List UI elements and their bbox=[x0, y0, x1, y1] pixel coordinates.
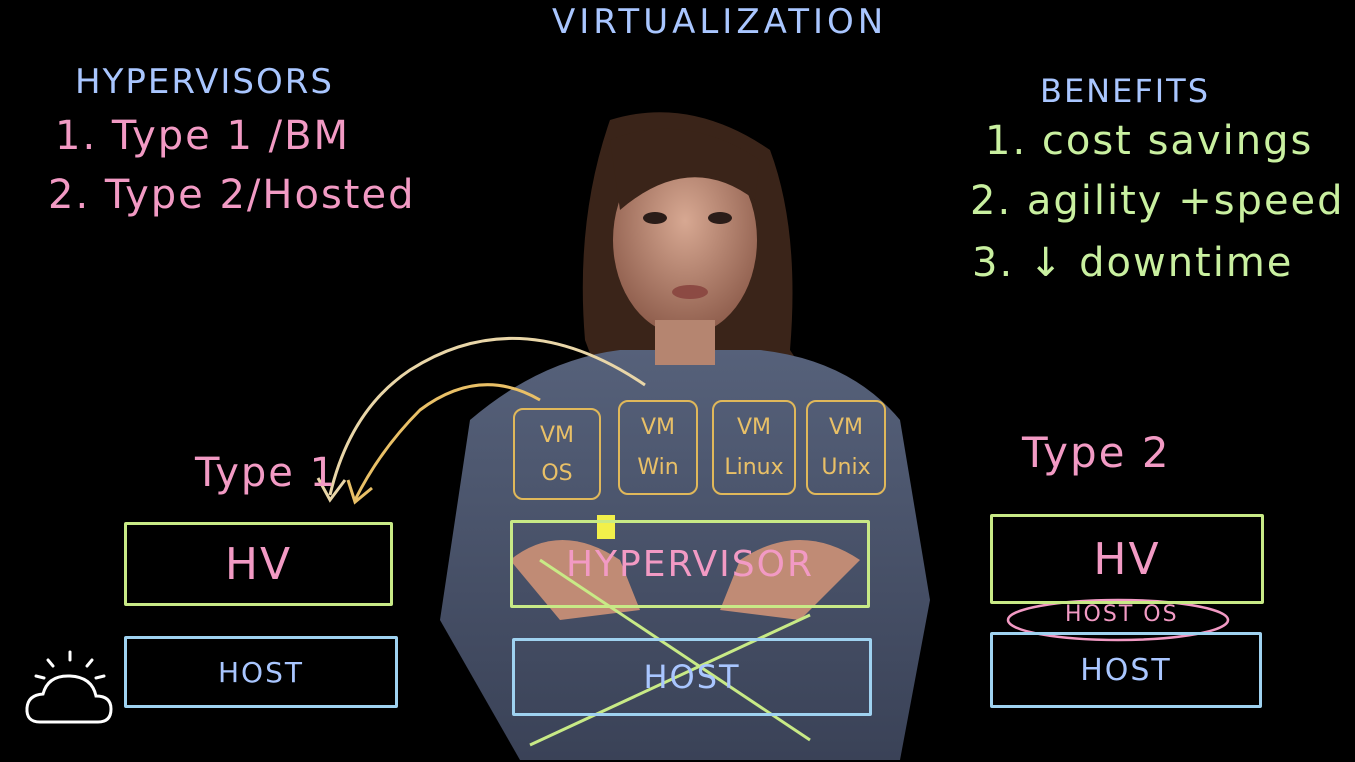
hypervisor-type2-item: 2. Type 2/Hosted bbox=[48, 172, 416, 218]
type2-hv-label: HV bbox=[1093, 533, 1161, 585]
vm-unix-bottom: Unix bbox=[821, 454, 871, 480]
type2-hv-box: HV bbox=[990, 514, 1264, 604]
center-host-label: HOST bbox=[643, 658, 741, 696]
type1-hv-label: HV bbox=[224, 538, 293, 590]
type1-host-label: HOST bbox=[218, 655, 304, 689]
vm-box-os: VM OS bbox=[513, 408, 601, 500]
vm-unix-top: VM bbox=[828, 415, 864, 441]
vm-win-bottom: Win bbox=[637, 454, 679, 480]
vm-box-unix: VM Unix bbox=[806, 400, 886, 495]
vm-box-linux: VM Linux bbox=[712, 400, 796, 495]
type1-hv-box: HV bbox=[124, 522, 393, 606]
hypervisors-heading: HYPERVISORS bbox=[75, 62, 334, 102]
type1-label: Type 1 bbox=[195, 450, 338, 496]
vm-os-top: VM bbox=[539, 422, 575, 448]
benefit-cost-savings: 1. cost savings bbox=[985, 118, 1314, 164]
type2-host-os-label: HOST OS bbox=[1065, 602, 1179, 627]
vm-os-bottom: OS bbox=[541, 460, 573, 486]
vm-linux-top: VM bbox=[736, 415, 772, 441]
type2-label: Type 2 bbox=[1022, 428, 1171, 477]
benefit-agility-speed: 2. agility +speed bbox=[970, 178, 1345, 224]
page-title: VIRTUALIZATION bbox=[552, 2, 888, 42]
center-host-box: HOST bbox=[512, 638, 872, 716]
type2-host-box: HOST bbox=[990, 632, 1262, 708]
center-hypervisor-box: HYPERVISOR bbox=[510, 520, 870, 608]
benefits-heading: BENEFITS bbox=[1040, 72, 1211, 110]
vm-linux-bottom: Linux bbox=[724, 454, 784, 480]
center-hypervisor-label: HYPERVISOR bbox=[565, 543, 814, 585]
type1-host-box: HOST bbox=[124, 636, 398, 708]
hypervisor-type1-item: 1. Type 1 /BM bbox=[55, 113, 351, 159]
type2-host-label: HOST bbox=[1080, 652, 1172, 688]
vm-box-win: VM Win bbox=[618, 400, 698, 495]
vm-win-top: VM bbox=[640, 415, 676, 441]
benefit-downtime: 3. ↓ downtime bbox=[972, 240, 1294, 286]
